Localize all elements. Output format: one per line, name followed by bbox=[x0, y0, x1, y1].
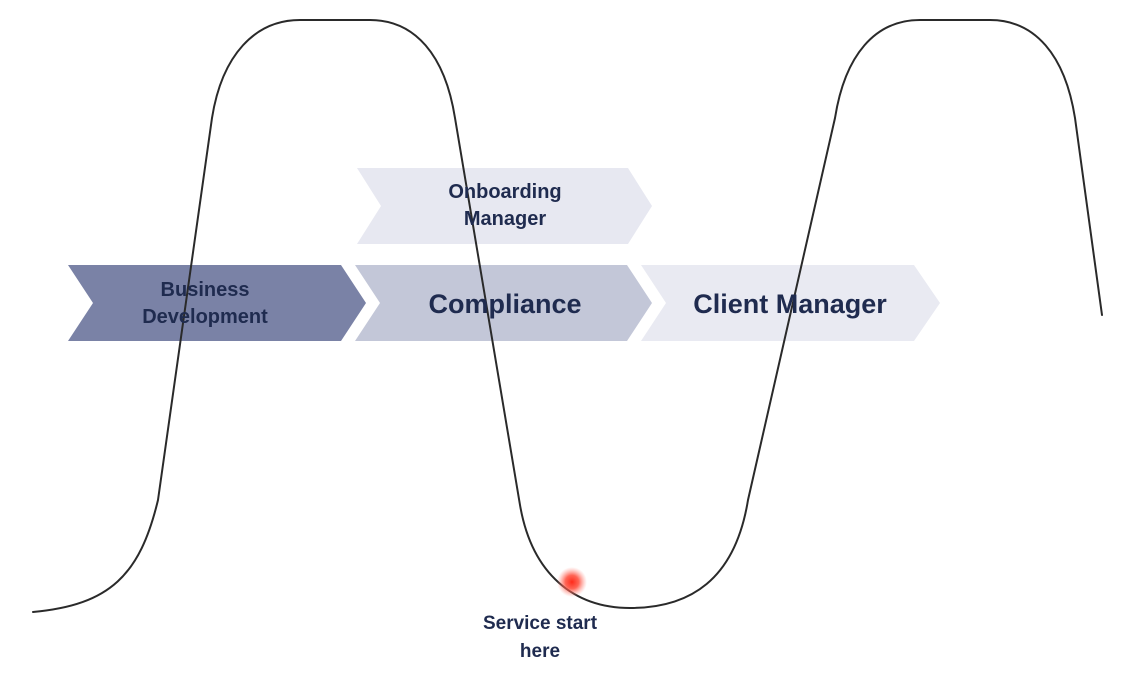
compliance-chevron bbox=[355, 265, 652, 341]
service-start-marker bbox=[557, 567, 587, 597]
service-start-label-line2: here bbox=[519, 640, 561, 662]
onboarding-manager-chevron bbox=[357, 168, 652, 244]
client-manager-chevron bbox=[641, 265, 940, 341]
business-development-chevron bbox=[68, 265, 366, 341]
service-wave-curve bbox=[32, 19, 1103, 613]
service-start-label-line1: Service start bbox=[482, 613, 598, 634]
service-start-label: Service start here bbox=[450, 610, 630, 665]
